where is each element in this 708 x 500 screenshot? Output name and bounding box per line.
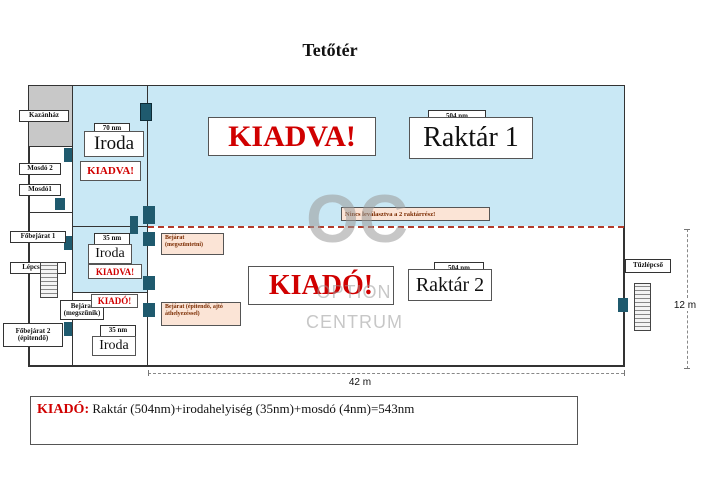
- room-label-fobejarat1: Főbejárat 1: [10, 231, 66, 243]
- width-tick-right: [624, 370, 625, 376]
- height-tick-top: [684, 229, 690, 230]
- height-label: 12 m: [668, 300, 702, 311]
- door: [130, 216, 138, 234]
- door: [140, 103, 152, 121]
- room-label-mosdo1: Mosdó1: [19, 184, 61, 196]
- warehouse1-name: Raktár 1: [409, 117, 533, 159]
- wall-office2-bottom: [73, 292, 148, 293]
- note-bejarat-epitendo: Bejárat (épitendő, ajtó áthelyezéssel): [161, 302, 241, 326]
- warehouse2-name: Raktár 2: [408, 269, 492, 301]
- wall-office1-bottom: [73, 226, 148, 227]
- warehouse-divider-dashed: [148, 226, 624, 228]
- watermark-line1: OPTION: [316, 282, 392, 302]
- width-dimension-line: [148, 373, 624, 374]
- office3-name: Iroda: [92, 336, 136, 356]
- watermark-line2: CENTRUM: [306, 312, 403, 332]
- office1-status: KIADVA!: [80, 161, 141, 181]
- floor-plan: Kazánház Mosdó 2 Mosdó1 Főbejárat 1 Lépc…: [3, 85, 702, 388]
- staircase-icon: [40, 262, 58, 298]
- wall-mosdo-bottom: [29, 212, 73, 213]
- note-bejarat-megszuntetni: Bejárat (megszüntetni): [161, 233, 224, 255]
- wall-mosdo: [29, 146, 73, 147]
- door: [143, 303, 155, 317]
- summary-box: KIADÓ: Raktár (504nm)+irodahelyiség (35n…: [30, 396, 578, 445]
- watermark-logo: OC: [306, 181, 408, 257]
- height-dimension-line: [687, 229, 688, 369]
- door: [64, 322, 72, 336]
- office2-name: Iroda: [88, 244, 132, 264]
- office2-status: KIADVA!: [88, 264, 142, 279]
- office1-name: Iroda: [84, 131, 144, 157]
- wall-left-column: [72, 86, 73, 366]
- width-tick-left: [148, 370, 149, 376]
- width-label: 42 m: [348, 377, 372, 388]
- warehouse1-status: KIADVA!: [208, 117, 376, 156]
- fire-escape-icon: [634, 283, 651, 331]
- door: [55, 198, 65, 210]
- page-title: Tetőtér: [302, 40, 358, 60]
- door: [64, 148, 72, 162]
- summary-text: Raktár (504nm)+irodahelyiség (35nm)+mosd…: [89, 401, 415, 416]
- height-tick-bottom: [684, 368, 690, 369]
- door: [143, 232, 155, 246]
- room-label-mosdo2: Mosdó 2: [19, 163, 61, 175]
- warehouse2-status: KIADÓ!: [248, 266, 394, 305]
- door: [64, 236, 72, 250]
- summary-label: KIADÓ:: [37, 402, 90, 417]
- room-label-tuzlepcso: Tűzlépcső: [625, 259, 671, 273]
- room-label-fobejarat2: Főbejárat 2 (épitendő): [3, 323, 63, 347]
- room-label-kazanhaz: Kazánház: [19, 110, 69, 122]
- door: [618, 298, 628, 312]
- note-divider: Nincs leválasztva a 2 raktárrész!: [341, 207, 490, 221]
- door: [143, 206, 155, 224]
- office3-status: KIADÓ!: [91, 294, 138, 308]
- door: [143, 276, 155, 290]
